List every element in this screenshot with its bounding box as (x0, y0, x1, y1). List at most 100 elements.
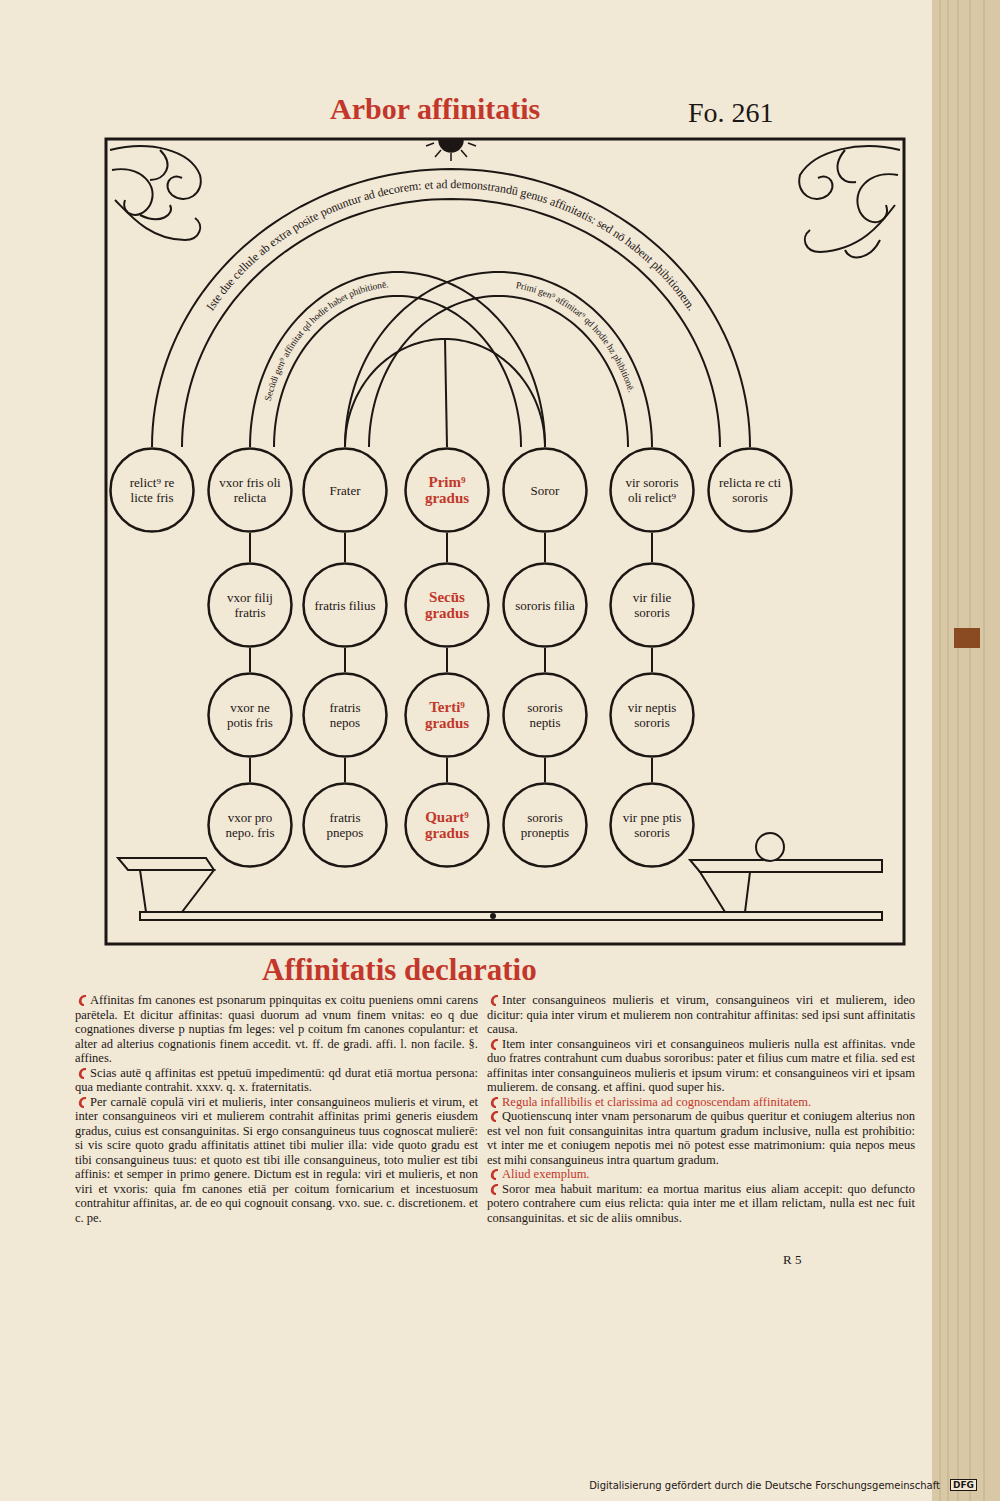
node-text: Secūs gradus (415, 589, 479, 621)
kin-circle: sororis filia (502, 562, 588, 648)
kinship-line (544, 758, 546, 782)
kinship-line (249, 648, 251, 672)
circle-shape (304, 449, 387, 532)
text-column: Affinitas fm canones est psonarum ppinqu… (75, 993, 478, 1225)
paragraph-mark (487, 1110, 499, 1123)
kin-circle: fratris filius (302, 562, 388, 648)
kinship-line (544, 648, 546, 672)
paragraph-mark-shape (491, 995, 498, 1006)
kinship-arc (345, 272, 652, 447)
node-text: sororis neptis (513, 700, 577, 730)
ornament-polygon (690, 860, 882, 872)
node-text: Frater (313, 483, 377, 498)
circle-shape (406, 564, 489, 647)
circle-shape (209, 564, 292, 647)
kin-circle: Frater (302, 447, 388, 533)
ornament-polygon (140, 870, 214, 912)
section-heading: Affinitatis declaratio (262, 952, 537, 988)
kinship-line (651, 533, 653, 562)
arc-label: Secūdi gen⁹ affinitat qd hodie habet phi… (263, 279, 389, 402)
circle-shape (111, 449, 194, 532)
paragraph-mark-shape (491, 1038, 498, 1049)
signature-mark: R 5 (783, 1252, 801, 1268)
kin-circle: relict⁹ re licte fris (109, 447, 195, 533)
ornament-path (110, 146, 201, 199)
circle-shape (406, 784, 489, 867)
kin-circle: fratris nepos (302, 672, 388, 758)
circle-shape (611, 784, 694, 867)
ornament-line (461, 150, 467, 157)
circle-shape (406, 674, 489, 757)
kin-circle: sororis proneptis (502, 782, 588, 868)
kin-circle: relicta re cti sororis (707, 447, 793, 533)
kinship-line (249, 533, 251, 562)
circle-shape (709, 449, 792, 532)
ornament-polygon (700, 872, 750, 912)
connectors: Iste due cellule ab extra posite ponuntu… (152, 169, 750, 782)
arc-label: Primi gen⁹ affinitat⁹ qd hodie hz phibit… (515, 280, 636, 393)
kin-circle: vxor filij fratris (207, 562, 293, 648)
arc-label-path: Secūdi gen⁹ affinitat qd hodie habet phi… (263, 279, 389, 402)
ornament-line (426, 143, 434, 146)
rubric-line: Aliud exemplum. (487, 1167, 915, 1182)
kin-circle: vxor pro nepo. fris (207, 782, 293, 868)
sun-ornament (426, 140, 476, 161)
degree-circle: Secūs gradus (404, 562, 490, 648)
node-text: vir filie sororis (620, 590, 684, 620)
ornament-path (150, 150, 167, 180)
paragraph-mark (75, 1096, 87, 1109)
ornament-path (439, 140, 463, 152)
circle-shape (504, 784, 587, 867)
kinship-line (446, 648, 448, 672)
ornament-line (940, 0, 941, 1501)
paragraph-mark (487, 1168, 499, 1181)
circle-shape (504, 449, 587, 532)
node-text: vxor pro nepo. fris (218, 810, 282, 840)
body-paragraph: Inter consanguineos mulieris et virum, c… (487, 993, 915, 1037)
text-column: Inter consanguineos mulieris et virum, c… (487, 993, 915, 1225)
circle-shape (209, 784, 292, 867)
kinship-arc (152, 169, 750, 447)
kin-circle: Soror (502, 447, 588, 533)
node-text: vxor fris oli relicta (218, 475, 282, 505)
body-paragraph: Per carnalē copulā viri et mulieris, int… (75, 1095, 478, 1226)
page-title: Arbor affinitatis (330, 92, 540, 126)
kinship-line (344, 533, 346, 562)
circle-shape (304, 784, 387, 867)
corner-foliage (110, 146, 900, 257)
paragraph-mark-shape (491, 1183, 498, 1194)
degree-circle: Quart⁹ gradus (404, 782, 490, 868)
ornament-path (857, 174, 898, 222)
kinship-line (651, 758, 653, 782)
circle-shape (504, 564, 587, 647)
kinship-arc (345, 339, 545, 447)
paragraph-mark (487, 1038, 499, 1051)
node-text: fratris nepos (313, 700, 377, 730)
node-text: sororis filia (513, 598, 577, 613)
ornament-polygon (118, 858, 214, 870)
kinship-line (249, 758, 251, 782)
paragraph-mark (487, 1183, 499, 1196)
arc-label-path: Iste due cellule ab extra posite ponuntu… (203, 177, 698, 313)
circle-shape (611, 674, 694, 757)
node-text: fratris pnepos (313, 810, 377, 840)
node-text: Quart⁹ gradus (415, 809, 479, 841)
circle-shape (209, 674, 292, 757)
ornament-rect (140, 912, 882, 920)
node-text: vxor ne potis fris (218, 700, 282, 730)
paragraph-mark (75, 1067, 87, 1080)
paragraph-mark (487, 994, 499, 1007)
paragraph-mark-shape (79, 1096, 86, 1107)
circle-shape (304, 674, 387, 757)
kin-circle: vir neptis sororis (609, 672, 695, 758)
ornament-line (984, 0, 985, 1501)
ornament-line (958, 0, 959, 1501)
node-text: relicta re cti sororis (718, 475, 782, 505)
kinship-line (544, 533, 546, 562)
kinship-line (344, 758, 346, 782)
ornament-circle (491, 914, 495, 918)
node-text: vxor filij fratris (218, 590, 282, 620)
paragraph-mark (75, 994, 87, 1007)
